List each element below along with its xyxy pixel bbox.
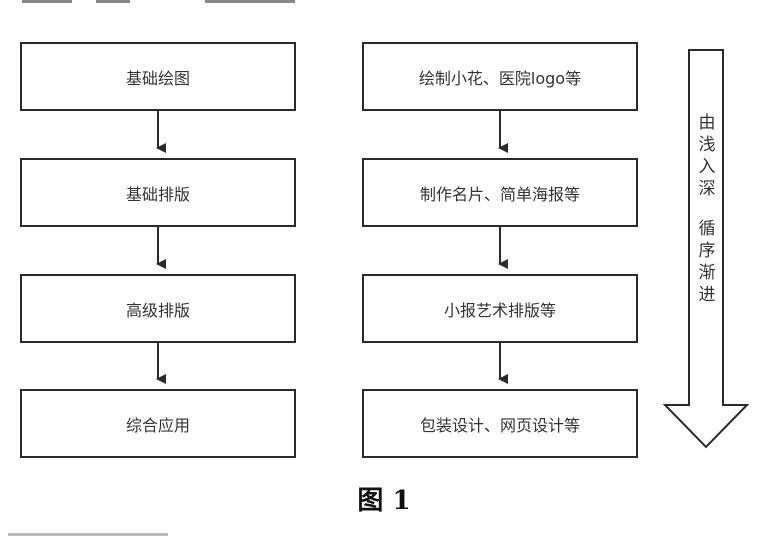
figure-caption: 图 1 [357, 486, 411, 516]
progression-char: 入 [698, 157, 716, 177]
step-basic-layout: 基础排版 [20, 158, 296, 227]
progression-char: 浅 [698, 135, 716, 155]
step-basic-drawing: 基础绘图 [20, 42, 296, 111]
example-flowers-logo: 绘制小花、医院logo等 [362, 42, 638, 111]
cropped-bottom-text [8, 533, 168, 536]
progression-arrow [662, 49, 750, 449]
cropped-top-text [22, 0, 295, 3]
step-comprehensive-application: 综合应用 [20, 389, 296, 458]
example-cards-posters: 制作名片、简单海报等 [362, 158, 638, 227]
progression-char: 循 [698, 219, 716, 239]
progression-char: 由 [698, 113, 716, 133]
example-packaging-web: 包装设计、网页设计等 [362, 389, 638, 458]
example-newspaper-layout: 小报艺术排版等 [362, 274, 638, 343]
progression-char: 深 [698, 179, 716, 199]
progression-char: 序 [698, 241, 716, 261]
progression-label: 由 浅 入 深 循 序 渐 进 [693, 112, 721, 306]
progression-char: 渐 [698, 263, 716, 283]
step-advanced-layout: 高级排版 [20, 274, 296, 343]
progression-char: 进 [698, 285, 716, 305]
